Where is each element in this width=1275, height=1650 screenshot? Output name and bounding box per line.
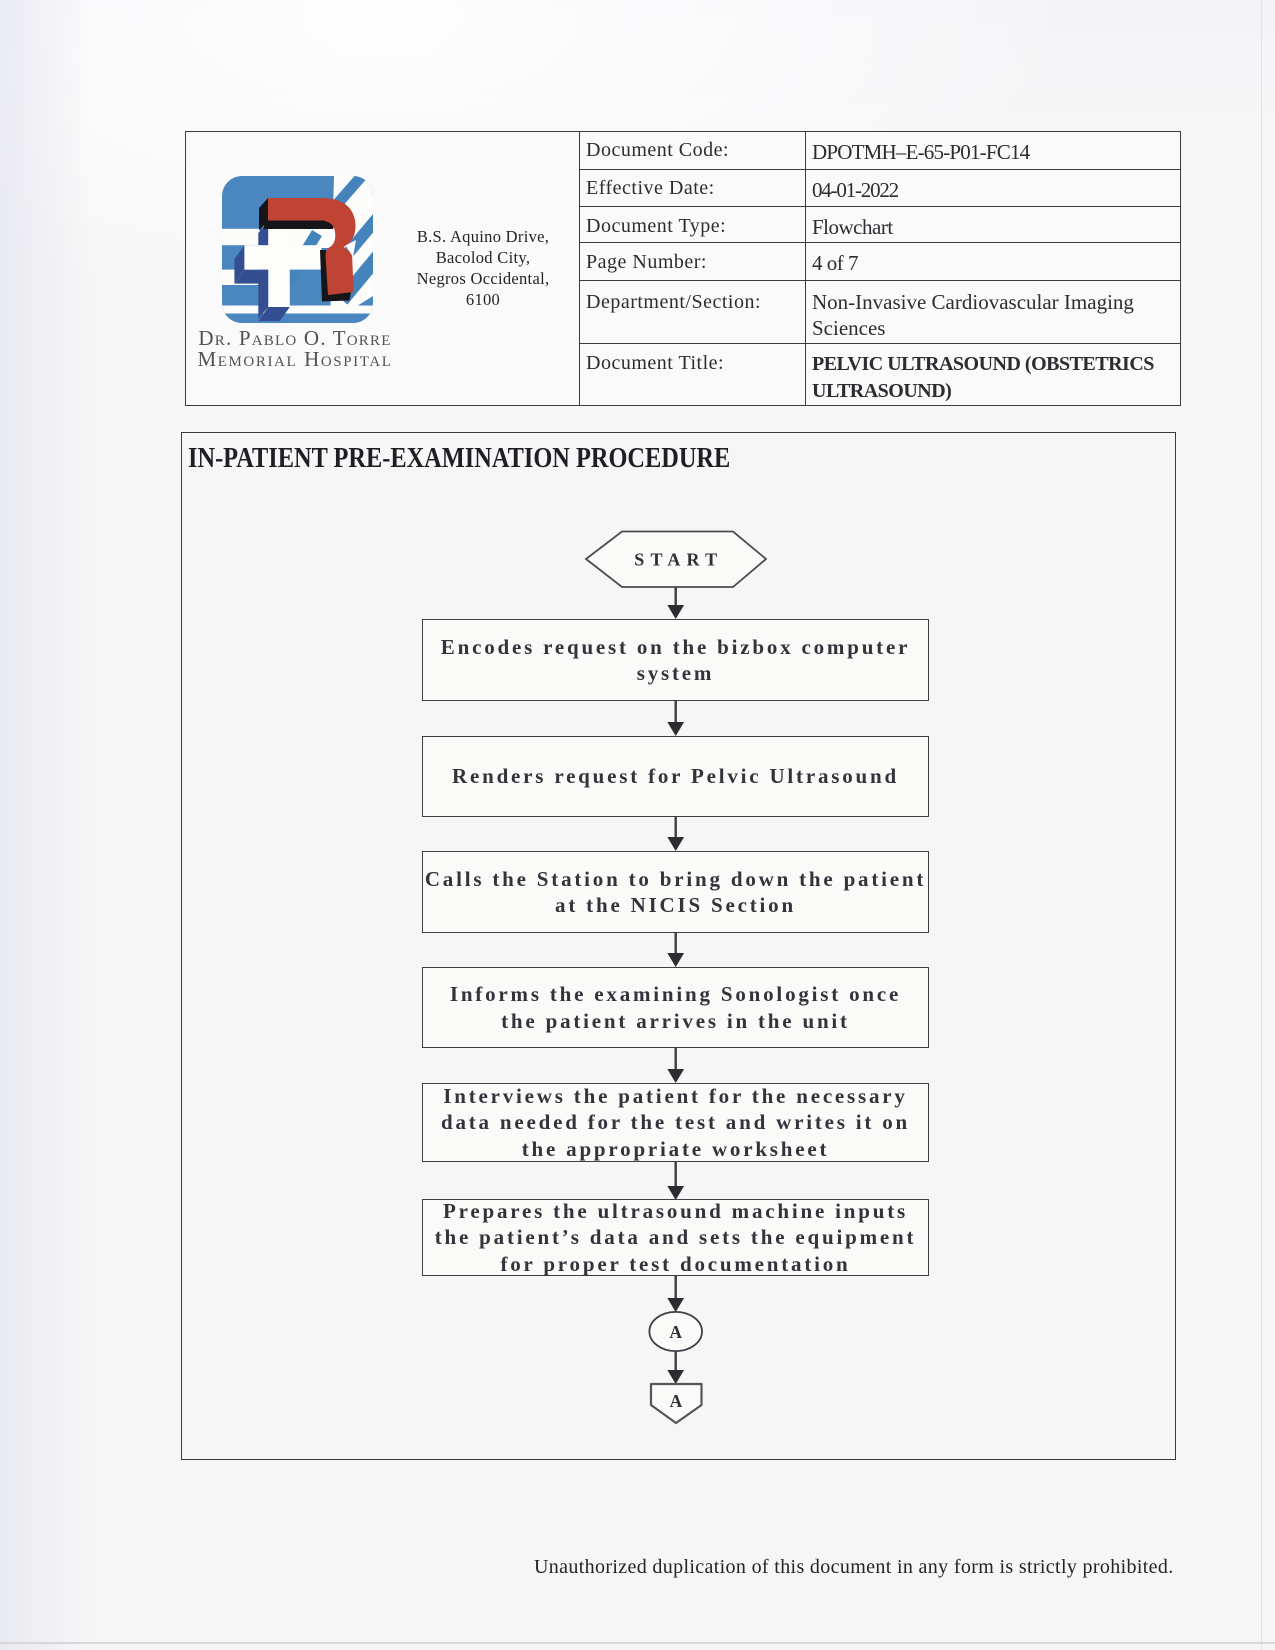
svg-text:A: A xyxy=(670,1391,683,1411)
svg-text:A: A xyxy=(669,1322,682,1342)
svg-text:START: START xyxy=(634,550,723,570)
